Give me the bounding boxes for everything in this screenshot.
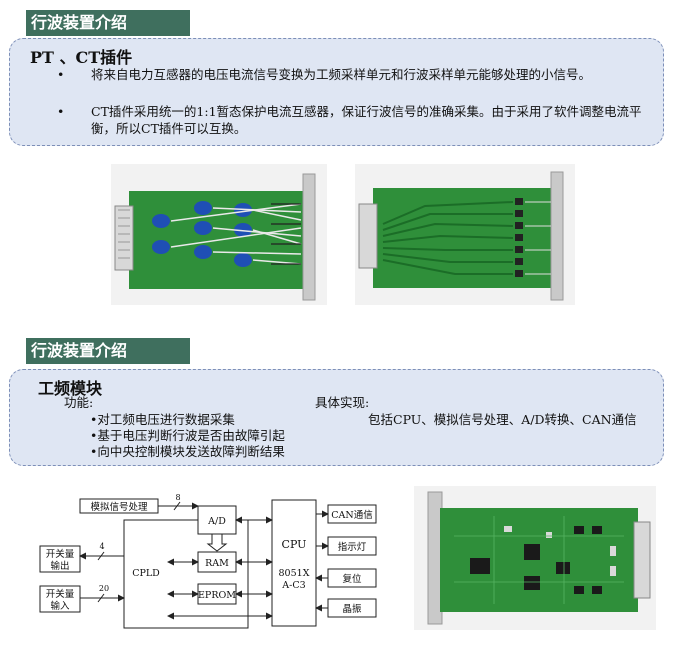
cpld-box <box>123 519 249 629</box>
bullet-marker: • <box>57 104 65 119</box>
switch-in-label-2: 输入 <box>50 600 70 612</box>
bus-width-8: 8 <box>175 493 180 502</box>
switch-out-label-1: 开关量 <box>46 548 75 560</box>
pt-ct-bullet-2: • CT插件采用统一的1:1暂态保护电流互感器，保证行波信号的准确采集。由于采用… <box>57 103 657 137</box>
function-label: 功能: <box>64 395 94 410</box>
cpld-label: CPLD <box>132 568 160 579</box>
can-label: CAN通信 <box>331 509 372 521</box>
switch-in-label-1: 开关量 <box>46 588 75 600</box>
section2-title: 行波装置介绍 <box>26 338 190 364</box>
power-freq-heading: 工频模块 <box>38 379 103 398</box>
pt-ct-panel <box>9 38 664 146</box>
eprom-label: EPROM <box>198 590 236 601</box>
bus-width-20: 20 <box>99 584 109 593</box>
section1-title: 行波装置介绍 <box>26 10 190 36</box>
impl-text: 包括CPU、模拟信号处理、A/D转换、CAN通信 <box>368 412 637 427</box>
block-diagram: 模拟信号处理 8 A/D RAM EPROM CPLD CPU 8051X A-… <box>39 493 377 629</box>
ct-plugin-photo <box>355 164 575 305</box>
analog-label: 模拟信号处理 <box>90 501 148 513</box>
switch-out-label-2: 输出 <box>50 560 69 572</box>
cpu-model-1: 8051X <box>279 568 310 579</box>
bullet-text: 将来自电力互感器的电压电流信号变换为工频采样单元和行波采样单元能够处理的小信号。 <box>91 67 592 82</box>
reset-label: 复位 <box>342 573 362 585</box>
bus-width-4: 4 <box>99 542 104 551</box>
function-item: •基于电压判断行波是否由故障引起 <box>90 428 285 443</box>
cpu-label: CPU <box>282 538 307 551</box>
power-freq-panel <box>9 369 664 466</box>
function-item: •对工频电压进行数据采集 <box>90 412 235 427</box>
pt-ct-bullet-1: • 将来自电力互感器的电压电流信号变换为工频采样单元和行波采样单元能够处理的小信… <box>57 66 657 100</box>
pt-ct-heading: PT 、CT插件 <box>30 48 133 67</box>
bullet-text: CT插件采用统一的1:1暂态保护电流互感器，保证行波信号的准确采集。由于采用了软… <box>91 104 642 136</box>
pt-plugin-photo <box>111 164 327 305</box>
lamp-label: 指示灯 <box>338 541 367 553</box>
power-freq-board-photo <box>414 486 656 630</box>
ad-label: A/D <box>207 516 226 527</box>
crystal-label: 晶振 <box>342 603 362 615</box>
function-item: •向中央控制模块发送故障判断结果 <box>90 444 285 459</box>
cpu-model-2: A-C3 <box>281 580 305 591</box>
ram-label: RAM <box>205 558 229 569</box>
impl-label: 具体实现: <box>315 395 370 410</box>
bullet-marker: • <box>57 67 65 82</box>
